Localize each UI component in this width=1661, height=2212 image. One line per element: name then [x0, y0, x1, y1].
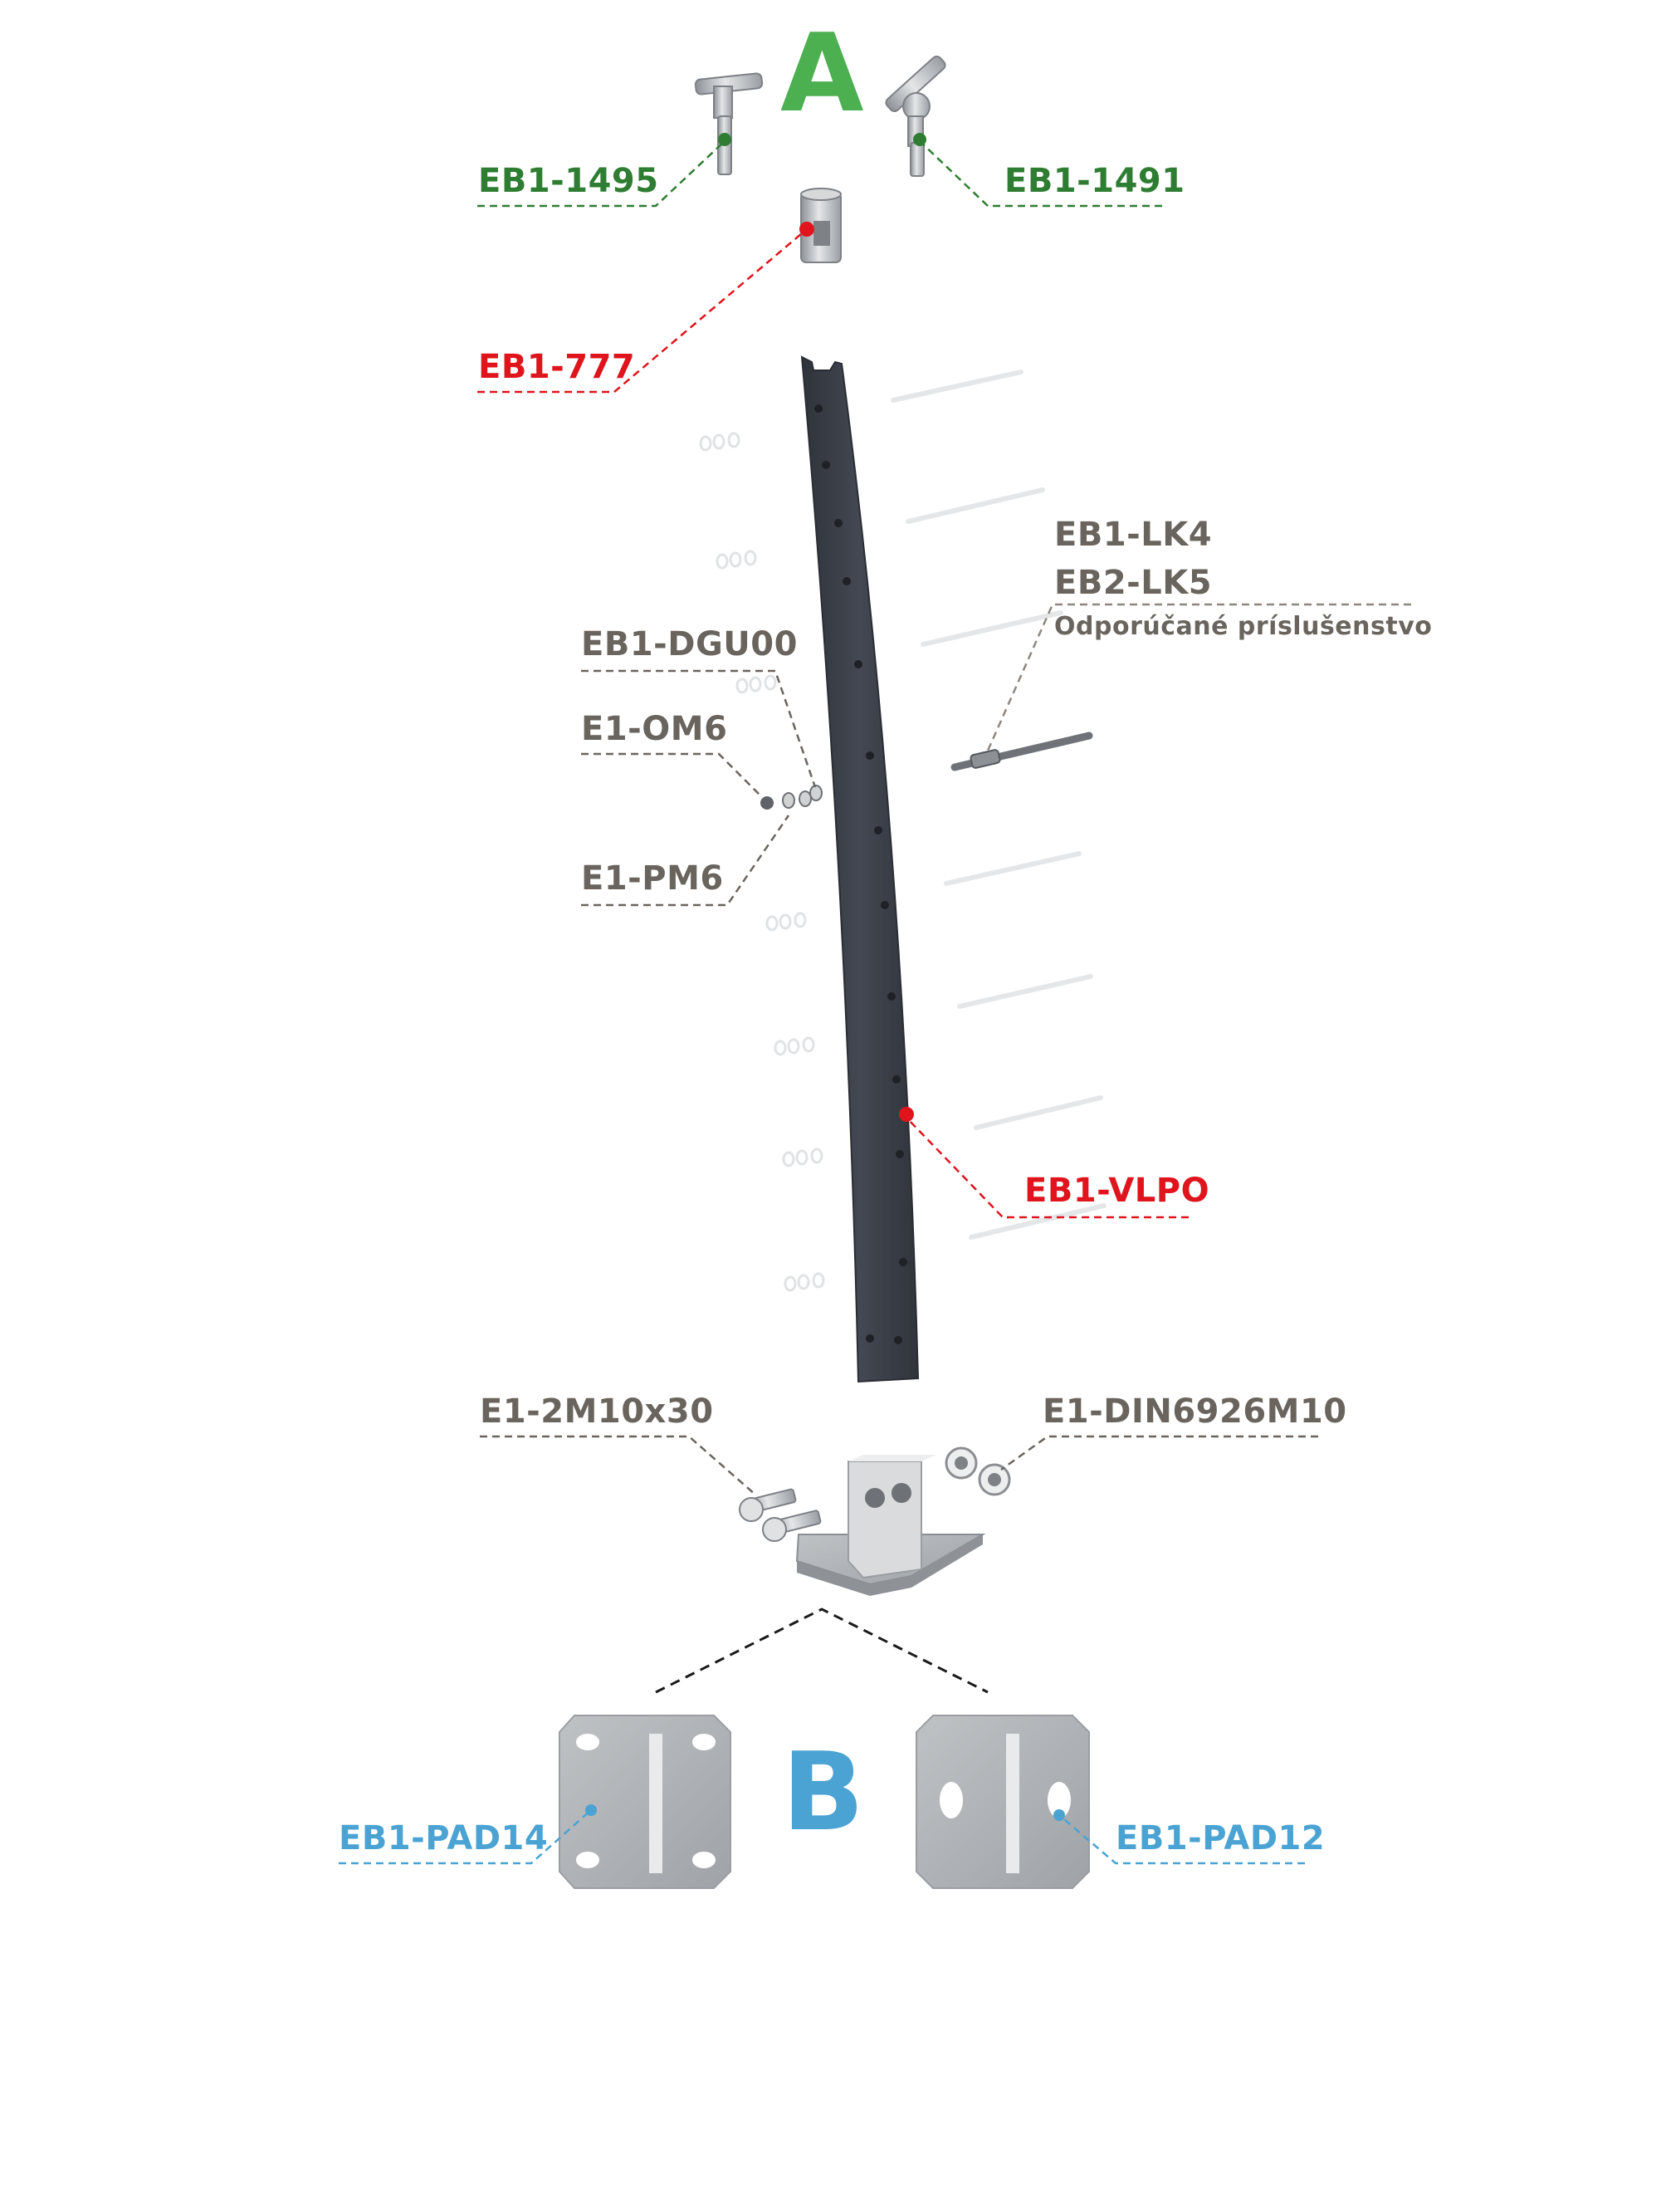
post-hole — [899, 1258, 907, 1266]
ghost-fastener — [729, 551, 742, 568]
ghost-fastener — [749, 676, 762, 692]
leader-eb1-vlpo — [906, 1117, 1189, 1219]
ghost-cable-rod — [891, 369, 1023, 403]
section-b-label: B — [782, 1729, 865, 1855]
ghost-cable-rods — [891, 369, 1107, 1240]
pad-icon — [782, 790, 812, 809]
flange-nut-icon — [945, 1446, 1011, 1496]
curved-post-icon — [800, 355, 920, 1383]
ghost-fastener — [782, 1151, 795, 1167]
bolt-icon — [739, 1488, 822, 1542]
leader-e1-pm6 — [581, 815, 790, 907]
ghost-fastener — [764, 674, 777, 691]
part-label-eb1-dgu00: EB1-DGU00 — [581, 625, 798, 663]
part-label-eb2-lk5: EB2-LK5 — [1054, 564, 1213, 602]
ghost-fastener — [727, 432, 740, 448]
post-hole — [874, 826, 882, 834]
ghost-fastener — [784, 1275, 797, 1292]
base-plate-2hole-icon — [916, 1715, 1090, 1889]
ghost-fastener — [812, 1272, 825, 1289]
cable-rod-icon — [950, 732, 1093, 771]
leader-eb1-1491 — [919, 140, 1162, 208]
part-label-eb1-777: EB1-777 — [478, 348, 636, 386]
leader-eb1-1495 — [477, 140, 725, 208]
ghost-fastener — [810, 1148, 823, 1164]
post-cap-icon — [800, 188, 842, 263]
post-hole — [866, 1334, 874, 1343]
ghost-fastener — [787, 1038, 800, 1055]
post-hole — [834, 519, 843, 527]
post-holes — [814, 404, 907, 1344]
ghost-fastener — [802, 1036, 815, 1053]
ghost-fastener — [716, 553, 729, 570]
section-a-label: A — [780, 10, 864, 136]
anchor-dots — [585, 133, 1065, 1821]
ghost-fastener — [797, 1274, 810, 1290]
ghost-fastener — [779, 913, 792, 930]
post-hole — [814, 404, 823, 413]
part-label-eb1-pad14: EB1-PAD14 — [339, 1819, 549, 1857]
part-label-e1-2m10x30: E1-2M10x30 — [480, 1392, 714, 1431]
post-hole — [881, 901, 889, 909]
leader-eb1-lk — [986, 603, 1411, 751]
post-hole — [866, 751, 874, 760]
leader-lines — [339, 140, 1411, 1865]
leader-e1-2m10x30 — [480, 1435, 756, 1495]
leader-e1-om6 — [581, 752, 763, 798]
ghost-fastener — [765, 915, 779, 932]
part-label-e1-pm6: E1-PM6 — [581, 859, 724, 898]
ghost-fastener — [794, 912, 807, 928]
ghost-cable-rod — [944, 851, 1082, 886]
leader-eb1-pad14 — [339, 1809, 592, 1865]
ghost-fastener — [712, 433, 725, 450]
ghost-fastener — [744, 550, 757, 566]
post-hole — [894, 1336, 902, 1344]
leader-eb1-pad12 — [1058, 1814, 1305, 1865]
base-options-connector — [655, 1608, 989, 1694]
ghost-fastener — [774, 1040, 787, 1056]
base-plate-4hole-icon — [559, 1715, 731, 1889]
post-hole — [887, 992, 896, 1001]
post-hole — [854, 660, 862, 668]
post-hole — [822, 461, 830, 469]
leader-eb1-777 — [477, 228, 808, 394]
ghost-fastener — [795, 1149, 809, 1166]
ghost-cable-rod — [974, 1095, 1103, 1130]
base-assembly-icon — [795, 1455, 986, 1596]
leader-eb1-dgu00 — [581, 669, 817, 788]
ghost-fastener — [735, 678, 749, 694]
t-handrail-adapter-icon — [694, 72, 764, 175]
ghost-cable-rod — [957, 974, 1093, 1009]
post-hole — [892, 1075, 901, 1084]
part-label-eb1-vlpo: EB1-VLPO — [1024, 1172, 1210, 1210]
part-label-eb1-pad12: EB1-PAD12 — [1116, 1819, 1326, 1857]
ghost-cable-rod — [921, 610, 1063, 647]
post-hole — [896, 1150, 904, 1158]
part-label-eb1-1491: EB1-1491 — [1004, 162, 1185, 200]
ghost-fastener — [699, 435, 712, 452]
part-label-eb1-1495: EB1-1495 — [478, 162, 659, 200]
ghost-fasteners — [699, 432, 825, 1292]
recommended-accessories-note: Odporúčané príslušenstvo — [1054, 612, 1433, 641]
nut-icon — [760, 796, 774, 810]
ghost-cable-rod — [906, 487, 1045, 524]
part-label-eb1-lk4: EB1-LK4 — [1054, 516, 1213, 554]
washer-icon — [809, 785, 823, 801]
part-label-e1-om6: E1-OM6 — [581, 710, 728, 748]
post-hole — [843, 577, 851, 585]
ghost-cable-rod — [969, 1203, 1107, 1240]
part-label-e1-din6926m10: E1-DIN6926M10 — [1043, 1392, 1347, 1431]
leader-e1-din6926m10 — [1000, 1435, 1318, 1471]
